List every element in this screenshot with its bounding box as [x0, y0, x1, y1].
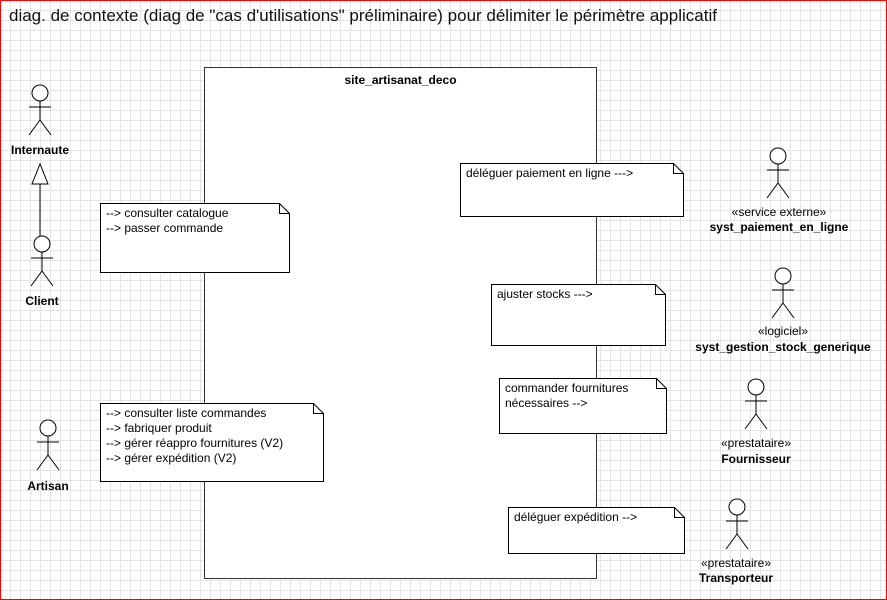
note-fournitures-shape: [499, 378, 667, 434]
actor-stock-name[interactable]: syst_gestion_stock_generique: [695, 340, 871, 354]
actor-paiement-figure: [766, 147, 790, 199]
note-expedition[interactable]: déléguer expédition -->: [508, 507, 685, 554]
note-paiement[interactable]: déléguer paiement en ligne --->: [460, 163, 684, 217]
actor-fournisseur-figure: [744, 378, 768, 430]
note-client-text: --> consulter catalogue --> passer comma…: [106, 206, 229, 235]
actor-transporteur-stereotype: «prestataire»: [700, 556, 772, 570]
actor-internaute-figure: [28, 84, 52, 136]
system-label: site_artisanat_deco: [344, 73, 457, 87]
note-client[interactable]: --> consulter catalogue --> passer comma…: [100, 203, 290, 273]
note-fournitures-text: commander fournitures nécessaires -->: [505, 381, 629, 410]
note-client-shape: [100, 203, 290, 273]
note-stock[interactable]: ajuster stocks --->: [491, 284, 666, 346]
actor-paiement-name[interactable]: syst_paiement_en_ligne: [709, 220, 849, 234]
generalization-arrowhead: [31, 162, 49, 185]
actor-stock-stereotype: «logiciel»: [757, 324, 809, 338]
note-paiement-text: déléguer paiement en ligne --->: [466, 166, 634, 180]
actor-paiement-stereotype: «service externe»: [731, 205, 827, 219]
actor-internaute-name[interactable]: Internaute: [10, 143, 70, 157]
actor-fournisseur-name[interactable]: Fournisseur: [721, 452, 791, 466]
note-stock-shape: [491, 284, 666, 346]
note-paiement-shape: [460, 163, 684, 217]
note-artisan[interactable]: --> consulter liste commandes --> fabriq…: [100, 403, 324, 482]
note-stock-text: ajuster stocks --->: [497, 287, 593, 301]
actor-client-figure: [30, 235, 54, 287]
actor-transporteur-figure: [725, 498, 749, 550]
actor-transporteur-name[interactable]: Transporteur: [698, 571, 774, 585]
note-expedition-shape: [508, 507, 685, 554]
actor-client-name[interactable]: Client: [25, 294, 59, 308]
actor-fournisseur-stereotype: «prestataire»: [720, 436, 792, 450]
note-artisan-shape: [100, 403, 324, 482]
diagram-title: diag. de contexte (diag de "cas d'utilis…: [9, 6, 717, 25]
actor-stock-figure: [771, 267, 795, 319]
actor-artisan-figure: [36, 419, 60, 471]
note-artisan-text: --> consulter liste commandes --> fabriq…: [106, 406, 284, 465]
note-fournitures[interactable]: commander fournitures nécessaires -->: [499, 378, 667, 434]
note-expedition-text: déléguer expédition -->: [514, 510, 638, 524]
actor-artisan-name[interactable]: Artisan: [27, 479, 69, 493]
